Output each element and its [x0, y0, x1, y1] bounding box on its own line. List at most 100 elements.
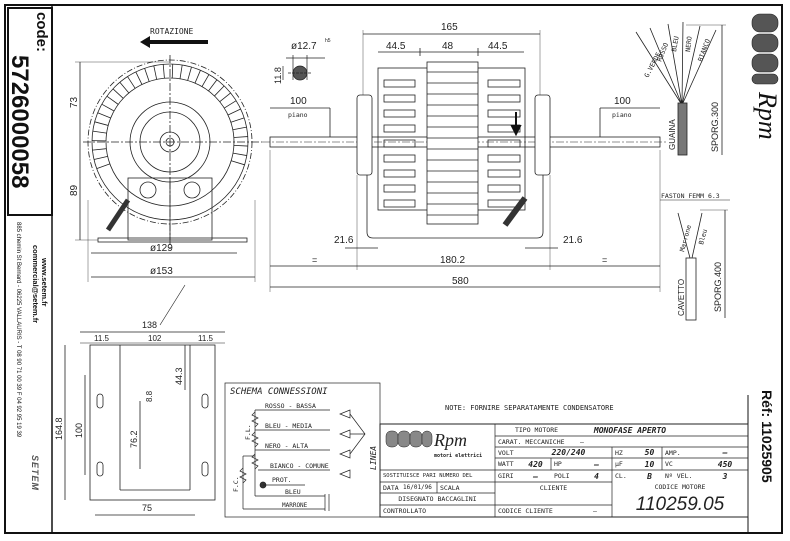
cooling-fin [92, 130, 107, 134]
cooling-fin [232, 152, 247, 156]
tipo-motore-label: TIPO MOTORE [514, 426, 559, 434]
cooling-fin [232, 126, 247, 131]
lead-length: SPORG.300 [710, 102, 720, 152]
cooling-fin [97, 112, 111, 119]
cooling-fin [135, 71, 143, 85]
base-margin-right: 11.5 [198, 334, 214, 343]
winding-slot [487, 79, 521, 88]
dim-between: 180.2 [440, 255, 465, 266]
wire-bleu: BLEU [670, 35, 681, 52]
email-link[interactable]: commercial@setem.fr [31, 245, 40, 324]
cooling-fin [219, 92, 231, 103]
codice-motore-label: CODICE MOTORE [654, 483, 706, 491]
uf-value: 10 [644, 459, 655, 469]
title-block-grid [379, 423, 749, 518]
base-inner-height: 100 [74, 423, 84, 438]
schema-row-bleu: BLEU - MEDIA [265, 422, 312, 430]
controllato: CONTROLLATO [383, 507, 427, 515]
base-slot-spacing: 76.2 [129, 430, 139, 448]
cooling-fin [227, 108, 241, 116]
dim-dia-inner: ø129 [150, 243, 173, 254]
winding-slot [383, 199, 416, 208]
winding-slot [383, 139, 416, 148]
sostituisce: SOSTITUISCE PARI NUMERO DEL [383, 473, 473, 479]
dim-front-upper: 73 [69, 96, 80, 108]
schema-fl: F.L. [244, 424, 252, 440]
base-center: 102 [148, 334, 162, 343]
wire-bianco: BIANCO [696, 38, 712, 63]
disegnato: DISEGNATO BACCAGLINI [398, 495, 477, 503]
shaft-diameter: ø12.7 [291, 41, 317, 52]
schema-row-bianco: BIANCO - COMUNE [270, 462, 329, 470]
volt-label: VOLT [498, 448, 514, 457]
base-margin-left: 11.5 [94, 334, 110, 343]
cap-lead-marrone: Marrone [678, 224, 693, 253]
rpm-logo-icon [751, 13, 779, 85]
title-block-logo: Rpm [433, 430, 467, 450]
winding-slot [487, 124, 521, 133]
data-value: 16/01/96 [403, 484, 432, 491]
winding-slot [383, 79, 416, 88]
rotation-label: ROTAZIONE [150, 27, 194, 36]
drawing-frame [4, 4, 783, 534]
address: 885 chemin St Bernard - 06225 VALLAURIS … [15, 222, 21, 438]
cooling-fin [233, 144, 248, 147]
base-width: 138 [142, 320, 157, 330]
winding-slot [487, 169, 521, 178]
winding-slot [383, 184, 416, 193]
winding-slot [383, 109, 416, 118]
title-block-logo-icon [385, 430, 433, 448]
amp-value: — [722, 448, 728, 457]
setem-logo: SETEM [30, 455, 40, 492]
cap-length: SPORG.400 [713, 262, 723, 312]
cooling-fin [214, 85, 225, 97]
shaft-flat: 11.8 [273, 67, 283, 84]
dim-eq-right: = [602, 255, 607, 265]
dim-flat-right: 100 [614, 96, 631, 107]
cl-value: B [647, 471, 652, 481]
schema-bleu: BLEU [285, 488, 301, 496]
hz-value: 50 [644, 448, 655, 457]
flat-left-label: piano [288, 111, 308, 119]
cooling-fin [96, 163, 110, 170]
winding-slot [487, 109, 521, 118]
hz-label: HZ [615, 448, 623, 457]
base-top-offset: 44.3 [174, 367, 184, 385]
cooling-fin [94, 121, 109, 126]
cooling-fin [231, 160, 245, 166]
cooling-fin [127, 76, 136, 89]
flat-right-label: piano [612, 111, 632, 119]
dim-seg-right: 44.5 [488, 41, 508, 52]
rotation-arrow-icon [140, 36, 208, 48]
volt-value: 220/240 [551, 448, 586, 457]
cooling-fin [119, 81, 130, 94]
website-link[interactable]: www.setem.fr [40, 258, 49, 307]
reference: Réf: 11025905 [759, 390, 775, 483]
nvel-label: Nº VEL. [665, 472, 693, 480]
hp-label: HP [554, 460, 562, 468]
cooling-fin [194, 70, 201, 84]
front-view [75, 55, 262, 326]
data-label: DATA [383, 483, 399, 492]
schema-marrone: MARRONE [282, 502, 308, 509]
dim-body: 165 [441, 22, 458, 33]
poli-label: POLI [554, 472, 570, 480]
hp-value: — [594, 459, 599, 469]
code-label: code: [33, 12, 50, 53]
cl-label: CL. [615, 472, 627, 480]
schema-fc: F.C. [232, 476, 240, 492]
winding-slot [487, 199, 521, 208]
dim-seg-left: 44.5 [386, 41, 406, 52]
cliente-label: CLIENTE [539, 483, 568, 492]
schema-title: SCHEMA CONNESSIONI [230, 387, 328, 397]
vc-value: 450 [717, 459, 733, 469]
schema-row-rosso: ROSSO - BASSA [265, 402, 316, 410]
watt-value: 420 [528, 459, 543, 469]
base-overall-height: 164.8 [54, 417, 64, 440]
direction-arrow-icon [510, 112, 522, 137]
rpm-logo: Rpm [753, 92, 782, 140]
cooling-fin [179, 64, 183, 79]
cooling-fin [162, 64, 165, 79]
base-slot: 8.8 [145, 390, 154, 402]
